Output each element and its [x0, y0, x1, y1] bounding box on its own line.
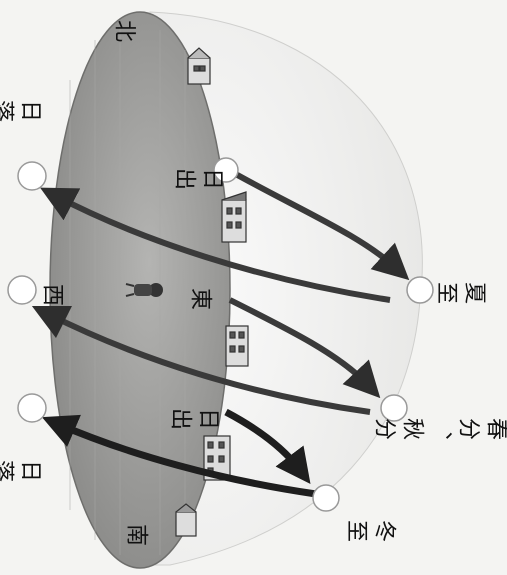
sun-winter-noon-icon [313, 485, 339, 511]
label-sunrise-lower: 日出 [165, 405, 221, 427]
label-west: 西 [37, 281, 65, 303]
sun-set-upper-icon [18, 162, 46, 190]
label-winter-solstice: 冬至 [341, 517, 397, 539]
label-sunrise-upper: 日出 [169, 165, 225, 187]
label-summer-solstice: 夏至 [431, 279, 487, 301]
building-3 [226, 326, 248, 366]
label-south: 南 [121, 521, 149, 543]
sun-set-west-icon [8, 276, 36, 304]
label-sunset-lower: 日落 [0, 457, 43, 479]
building-2 [222, 192, 246, 242]
label-east: 東 [185, 285, 213, 307]
label-north: 北 [109, 17, 137, 39]
label-sunset-upper: 日落 [0, 97, 43, 119]
sun-set-lower-icon [18, 394, 46, 422]
label-equinoxes: 春分、秋分 [369, 415, 507, 437]
sun-summer-noon-icon [407, 277, 433, 303]
